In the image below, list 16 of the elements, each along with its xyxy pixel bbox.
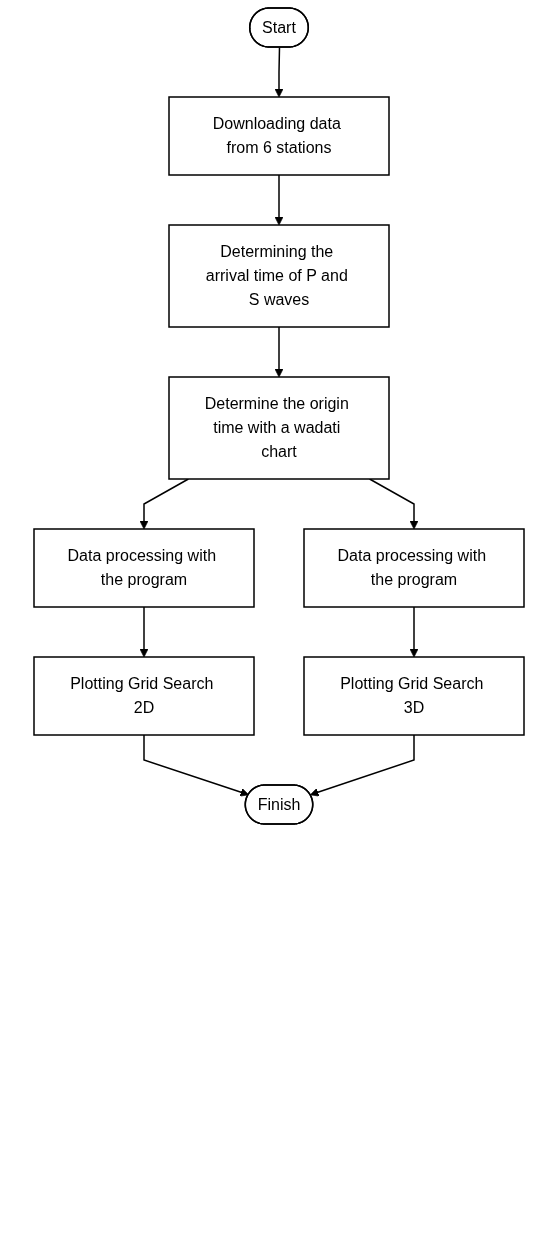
- arrow: [274, 174, 283, 226]
- node-box: Determine the origin time with a wadati chart: [167, 376, 390, 480]
- node-box: Determining the arrival time of P and S waves: [167, 224, 390, 328]
- arrow: [274, 326, 283, 378]
- node-box: Plotting Grid Search 2D: [32, 656, 255, 736]
- arrow: [139, 478, 189, 530]
- node-box: Data processing with the program: [302, 528, 525, 608]
- arrow: [409, 606, 418, 658]
- arrow: [309, 734, 415, 797]
- node-box: Downloading data from 6 stations: [167, 96, 390, 176]
- arrow: [274, 46, 283, 98]
- arrow: [139, 606, 148, 658]
- node-box: Plotting Grid Search 3D: [302, 656, 525, 736]
- node-box: Data processing with the program: [32, 528, 255, 608]
- arrow: [368, 478, 418, 530]
- arrow: [142, 734, 249, 797]
